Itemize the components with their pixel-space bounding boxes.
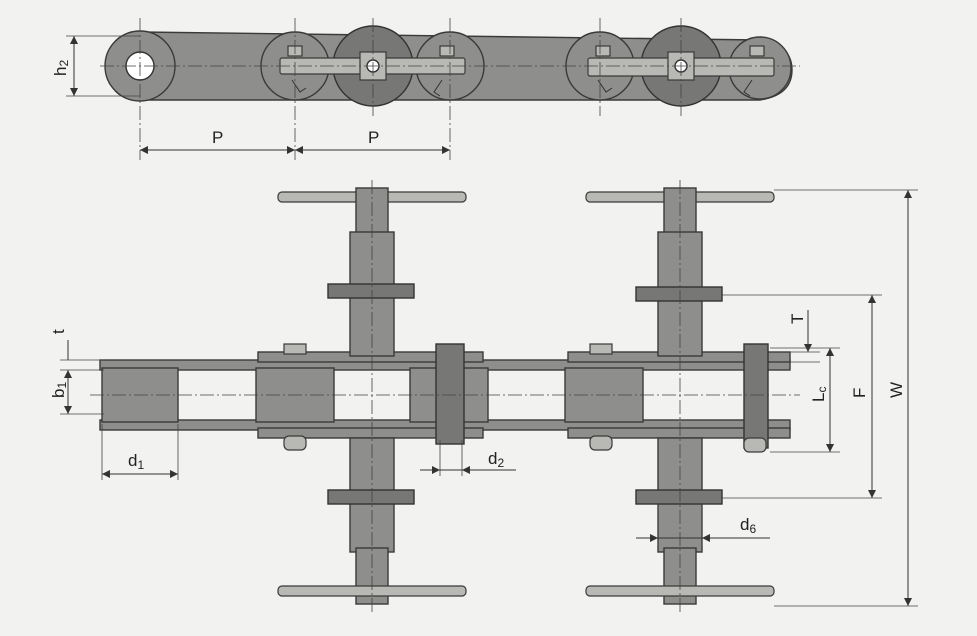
d2-arrows bbox=[432, 466, 470, 474]
hook-3 bbox=[597, 79, 613, 93]
clip-2 bbox=[439, 45, 455, 57]
h2-label: h2 bbox=[51, 60, 71, 76]
pin-1 bbox=[435, 343, 465, 445]
collar-top-1 bbox=[327, 283, 415, 299]
clip-plan-2 bbox=[589, 343, 613, 355]
collar-top-2 bbox=[635, 286, 723, 302]
clip-plan-1 bbox=[283, 343, 307, 355]
pitch-label-left: P bbox=[212, 128, 223, 147]
w-label: W bbox=[887, 382, 906, 398]
d1-label: d1 bbox=[128, 451, 144, 472]
collar-bottom-1 bbox=[327, 489, 415, 505]
t-small-label: t bbox=[49, 329, 68, 334]
lc-label: Lc bbox=[809, 387, 829, 402]
side-view: h2 P P bbox=[51, 18, 800, 160]
nut-1 bbox=[283, 435, 307, 451]
clip-4 bbox=[749, 45, 765, 57]
pitch-arrows bbox=[140, 146, 450, 154]
clip-3 bbox=[595, 45, 611, 57]
d2-label: d2 bbox=[488, 449, 504, 470]
plan-view: t b1 d1 d2 d6 T Lc bbox=[49, 180, 918, 612]
nut-3 bbox=[743, 437, 767, 453]
f-label: F bbox=[850, 388, 869, 398]
b1-label: b1 bbox=[49, 382, 69, 398]
T-label: T bbox=[788, 314, 807, 324]
d1-arrows bbox=[102, 470, 178, 478]
nut-2 bbox=[589, 435, 613, 451]
pin-2 bbox=[743, 343, 769, 449]
d6-label: d6 bbox=[740, 515, 756, 536]
collar-bottom-2 bbox=[635, 489, 723, 505]
hook-4 bbox=[743, 79, 753, 97]
pitch-label-right: P bbox=[368, 128, 379, 147]
hook-2 bbox=[433, 79, 443, 97]
